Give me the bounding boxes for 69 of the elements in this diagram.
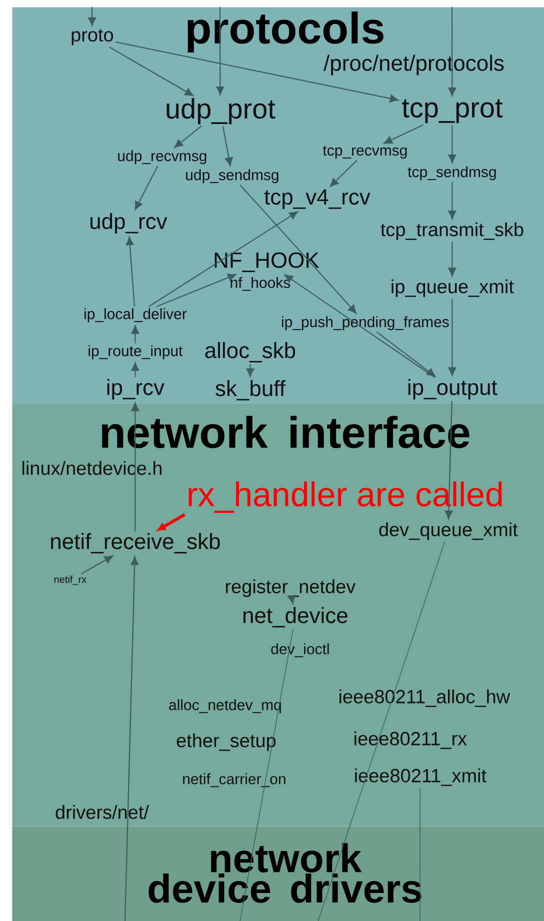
arrow — [222, 126, 233, 166]
function-label: ip_push_pending_frames — [282, 316, 449, 330]
arrow — [131, 325, 140, 344]
function-label: sk_buff — [216, 380, 286, 400]
arrow — [240, 184, 357, 314]
arrow — [156, 274, 236, 308]
function-label: udp_recvmsg — [118, 150, 206, 164]
arrow — [448, 298, 456, 376]
path-label: drivers/net/ — [56, 805, 149, 819]
function-label: netif_rx — [54, 576, 86, 585]
function-label: alloc_skb — [205, 342, 296, 362]
function-label: dev_queue_xmit — [379, 522, 518, 540]
function-label: ip_queue_xmit — [392, 279, 514, 298]
function-label: tcp_prot — [402, 99, 503, 124]
function-label: netif_receive_skb — [51, 533, 220, 554]
arrow — [131, 402, 140, 532]
function-label: ip_output — [408, 378, 498, 400]
path-label: linux/netdevice.h — [22, 461, 162, 475]
arrow — [448, 182, 456, 220]
arrow — [384, 124, 424, 144]
arrow — [158, 513, 186, 531]
arrow — [148, 211, 298, 307]
function-label: tcp_transmit_skb — [380, 222, 524, 240]
arrow — [448, 7, 456, 96]
function-label: ip_route_input — [88, 345, 183, 360]
arrow — [174, 126, 202, 148]
arrow — [124, 556, 139, 921]
function-label: netif_carrier_on — [183, 773, 286, 788]
function-label: tcp_sendmsg — [408, 166, 496, 180]
function-label: udp_rcv — [90, 212, 168, 234]
arrow — [246, 364, 254, 377]
arrow — [115, 41, 399, 102]
connector-line — [240, 628, 294, 921]
arrow — [376, 331, 436, 377]
function-label: ip_local_deliver — [84, 308, 187, 322]
function-label: tcp_v4_rcv — [264, 189, 370, 210]
function-label: proto — [72, 29, 114, 46]
arrow — [216, 7, 224, 96]
connector-line — [318, 541, 446, 921]
function-label: ieee80211_xmit — [355, 768, 486, 786]
arrow — [444, 401, 453, 520]
function-label: NF_HOOK — [214, 252, 320, 272]
arrow — [131, 362, 140, 378]
beside-label: nf_hooks — [230, 276, 290, 291]
function-label: udp_prot — [166, 98, 276, 124]
arrow — [81, 555, 114, 574]
function-label: ieee80211_rx — [354, 731, 467, 749]
function-label: dev_ioctl — [271, 643, 329, 658]
arrow — [134, 166, 158, 210]
arrow — [284, 274, 436, 378]
function-label: ether_setup — [176, 733, 276, 752]
arrow — [108, 46, 194, 96]
arrow — [330, 160, 358, 187]
function-label: ip_rcv — [107, 378, 164, 400]
connector-line — [420, 787, 421, 921]
function-label: udp_sendmsg — [186, 169, 278, 184]
layer-band: network device drivers — [12, 826, 544, 921]
path-label: /proc/net/protocols — [324, 54, 504, 76]
function-label: tcp_recvmsg — [322, 146, 407, 159]
arrow — [126, 236, 136, 307]
arrow — [448, 124, 456, 164]
arrow — [288, 594, 296, 604]
function-label: ieee80211_alloc_hw — [340, 689, 510, 707]
arrow — [448, 242, 456, 276]
function-label: net_device — [243, 607, 348, 628]
function-label: register_netdev — [226, 579, 356, 598]
annotation-text: rx_handler are called — [188, 482, 502, 513]
arrow — [88, 7, 96, 26]
function-label: alloc_netdev_mq — [169, 699, 281, 714]
